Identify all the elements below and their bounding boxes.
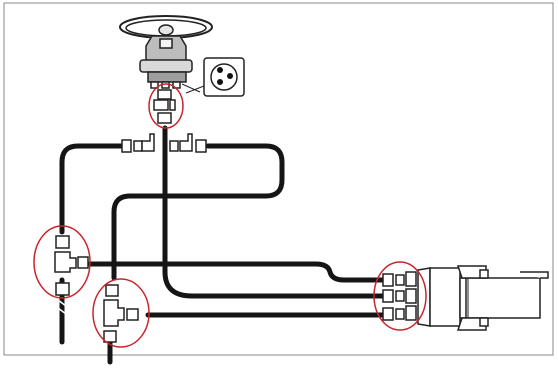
fitting-highlights: [33, 83, 427, 348]
hydraulic-lines: [59, 125, 389, 365]
highlight-lower-tee: [92, 278, 150, 348]
line-helm-to-lower-tee: [111, 143, 285, 281]
helm-pump-icon: [139, 35, 201, 93]
top-tee-fittings: [121, 133, 207, 153]
lower-tee-fittings: [103, 284, 139, 343]
three-port-fitting-icon: [185, 57, 245, 97]
steering-wheel-icon: [119, 15, 213, 39]
pump-fittings: [153, 89, 176, 124]
cylinder-fittings: [382, 271, 417, 321]
mount-bracket-icon: [456, 265, 549, 331]
line-stripe: [57, 299, 67, 315]
highlight-cylinder-fittings: [373, 261, 427, 331]
hydraulic-cylinder-icon: [417, 267, 541, 327]
left-tee-fittings: [54, 235, 89, 296]
line-helm-to-left-tee: [59, 143, 129, 235]
page-frame: [3, 2, 554, 356]
line-left-tee-to-cylinder: [85, 261, 389, 283]
highlight-pump-fittings: [148, 83, 184, 129]
line-pump-to-cylinder-middle: [162, 125, 389, 299]
highlight-left-tee: [33, 225, 91, 299]
